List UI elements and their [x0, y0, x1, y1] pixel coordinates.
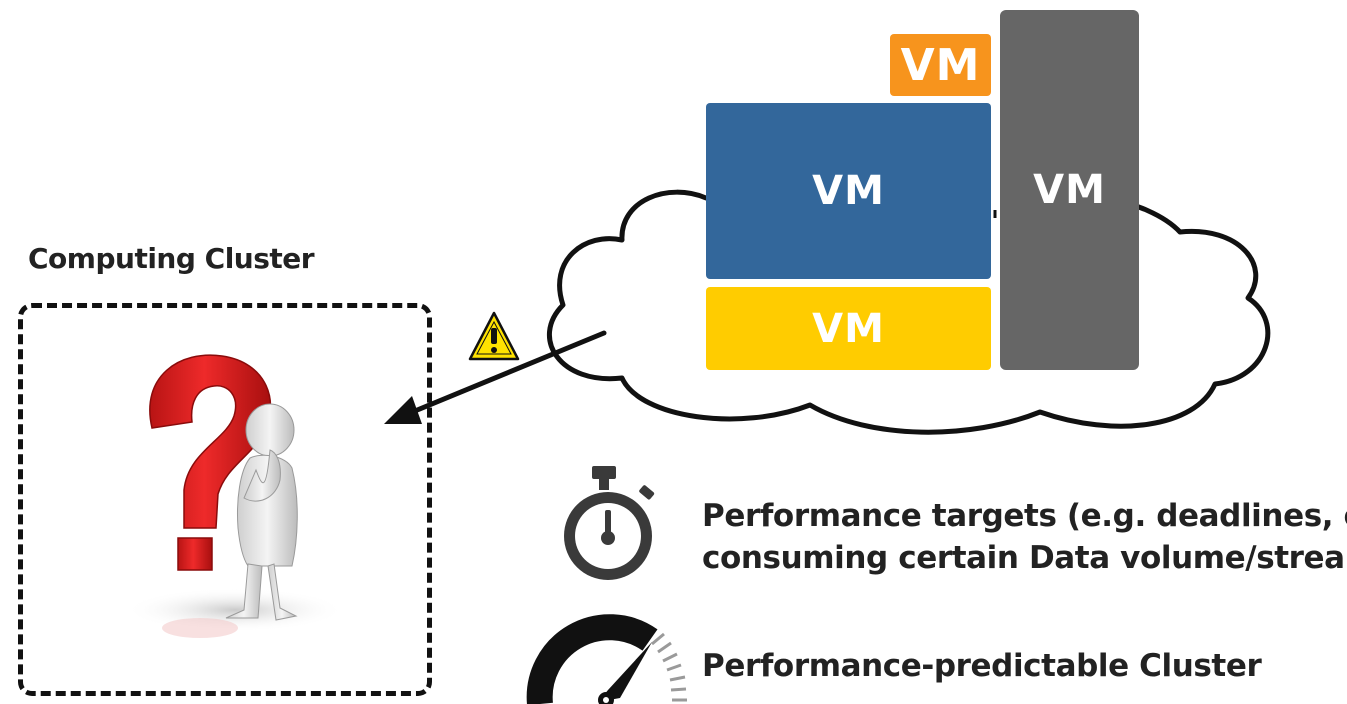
- vm-label: VM: [812, 305, 885, 352]
- data-flow-arrow: [407, 330, 607, 416]
- thinking-figure: [225, 403, 298, 621]
- vm-label: VM: [1033, 167, 1106, 213]
- vm-block-gray: VM: [1000, 10, 1139, 370]
- arrow-head: [384, 396, 422, 424]
- vm-block-orange: VM: [890, 34, 991, 96]
- predictable-cluster-text: Performance-predictable Cluster: [702, 648, 1262, 684]
- question-mark-icon: [149, 354, 272, 571]
- cluster-title: Computing Cluster: [28, 242, 315, 275]
- vm-label: VM: [812, 168, 885, 214]
- vm-block-blue: VM: [706, 103, 991, 279]
- performance-targets-text-line2: consuming certain Data volume/stream): [702, 540, 1347, 576]
- performance-targets-text-line1: Performance targets (e.g. deadlines, or: [702, 498, 1347, 534]
- vm-block-yellow: VM: [706, 287, 991, 370]
- vm-label: VM: [900, 39, 981, 91]
- cluster-box: [18, 303, 432, 696]
